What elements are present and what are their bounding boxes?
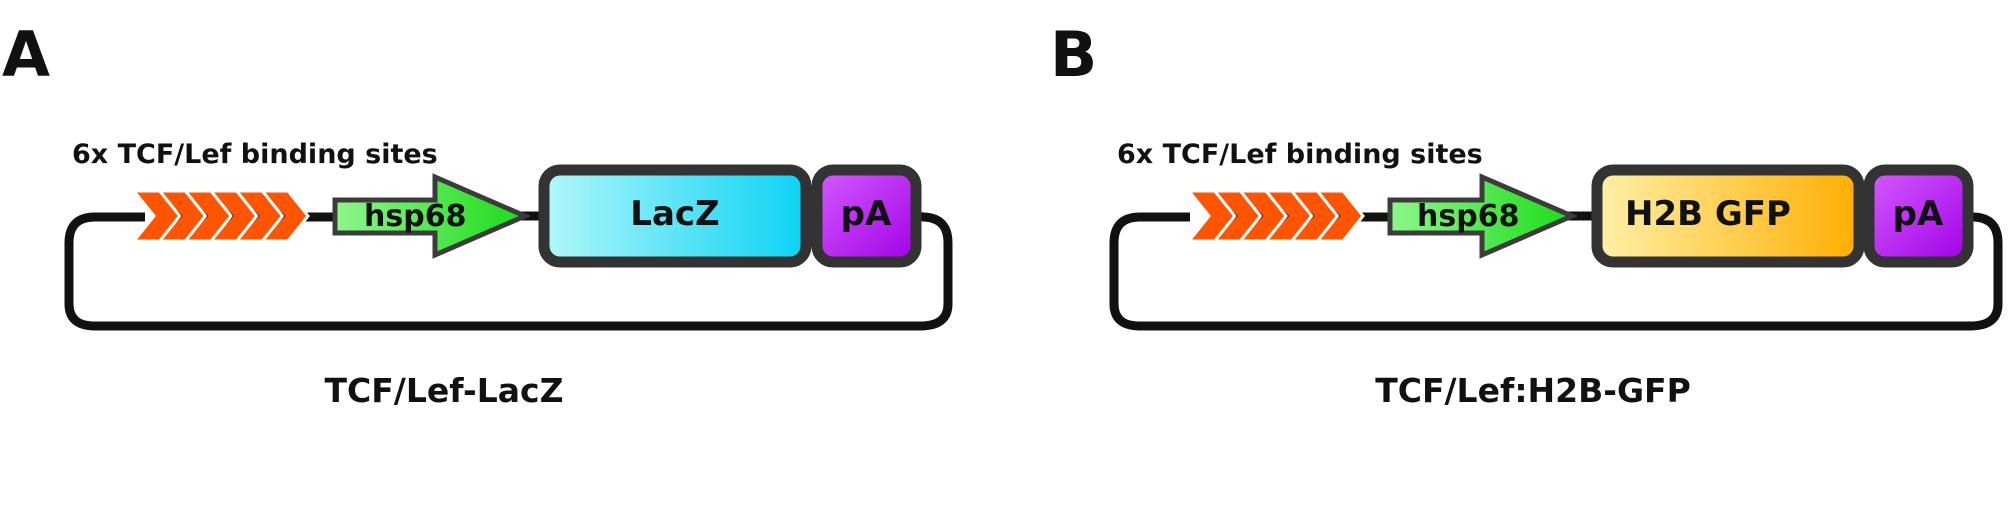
tcf-binding-sites	[1185, 189, 1365, 243]
polya-box	[1863, 164, 1974, 268]
polya-label: pA	[841, 194, 892, 234]
panel-b: B 6x TCF/Lef binding sites hsp68 H2B GFP…	[1050, 18, 2003, 410]
promoter-label: hsp68	[1417, 199, 1519, 234]
binding-site-chevron	[130, 189, 182, 243]
tcf-binding-sites	[130, 189, 310, 243]
hsp68-promoter-arrow	[332, 173, 532, 259]
lacz-reporter-box	[538, 164, 812, 268]
reporter-label: LacZ	[630, 194, 719, 234]
panel-letter: B	[1050, 18, 1097, 91]
binding-site-chevron	[1185, 189, 1237, 243]
construct-name: TCF/Lef:H2B-GFP	[1375, 371, 1691, 410]
construct-name: TCF/Lef-LacZ	[325, 371, 564, 410]
h2b-gfp-reporter-box	[1591, 164, 1865, 268]
plasmid-backbone	[64, 211, 953, 331]
reporter-label: H2B GFP	[1625, 194, 1791, 234]
hsp68-promoter-arrow	[1387, 173, 1579, 259]
binding-sites-label: 6x TCF/Lef binding sites	[1117, 139, 1483, 170]
panel-letter: A	[2, 18, 50, 91]
polya-box	[811, 164, 922, 268]
plasmid-backbone	[1109, 211, 2003, 331]
panel-a: A 6x TCF/Lef binding sites hsp68 LacZ pA…	[2, 18, 953, 410]
promoter-label: hsp68	[364, 199, 466, 234]
binding-sites-label: 6x TCF/Lef binding sites	[72, 139, 438, 170]
polya-label: pA	[1893, 194, 1944, 234]
